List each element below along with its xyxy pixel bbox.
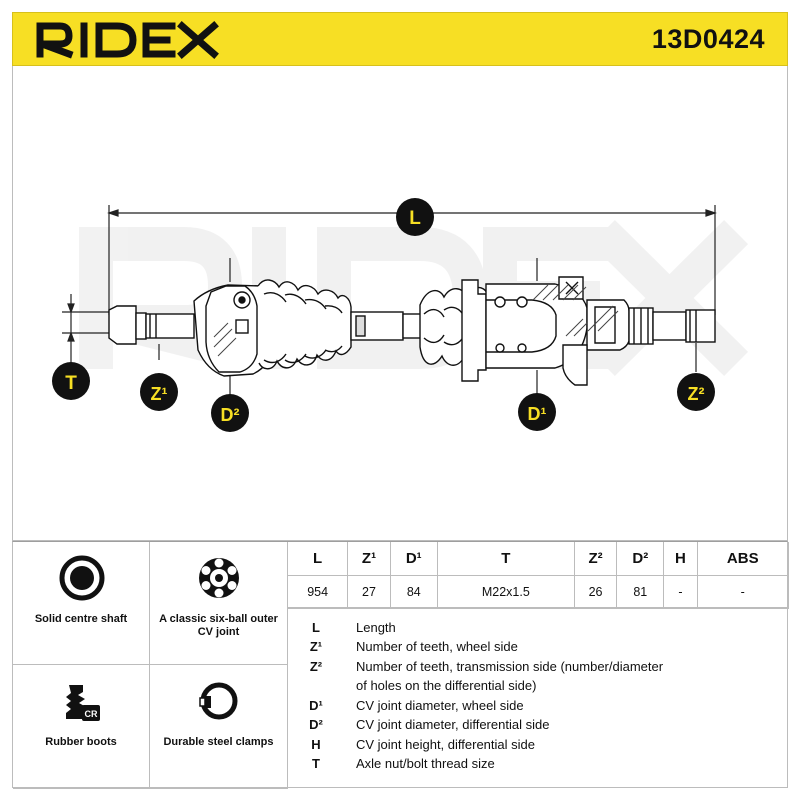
spec-header: H [663, 542, 698, 576]
dimension-badges: L T Z¹ D² D¹ Z² [52, 198, 715, 432]
feature-steel-clamps: Durable steel clamps [150, 665, 288, 789]
spec-header: Z² [574, 542, 618, 576]
diagram-frame [12, 66, 788, 541]
feature-six-ball-cv-joint: A classic six-ball outer CV joint [150, 542, 288, 665]
legend-text: of holes on the differential side) [356, 678, 537, 693]
spec-header: D² [616, 542, 665, 576]
header-bar: 13D0424 [12, 12, 788, 66]
spec-header: T [437, 542, 575, 576]
feature-rubber-boots: CR Rubber boots [13, 665, 150, 789]
feature-label: Solid centre shaft [34, 613, 128, 625]
rubber-boot-icon: CR [66, 685, 100, 721]
steel-clamp-icon [199, 682, 238, 720]
spec-header: ABS [697, 542, 789, 576]
spec-value: - [697, 575, 789, 608]
spec-header: D¹ [390, 542, 438, 576]
badge-z2: Z² [688, 384, 705, 404]
part-number: 13D0424 [651, 24, 765, 54]
feature-grid: Solid centre shaft A classic six-ball ou… [13, 542, 288, 789]
solid-shaft-icon [59, 555, 105, 601]
legend-symbol: L [312, 620, 320, 635]
legend-text: Number of teeth, transmission side (numb… [356, 659, 664, 674]
spec-value: 26 [574, 575, 618, 608]
legend-symbol: Z¹ [309, 639, 323, 654]
legend-row: of holes on the differential side) [288, 676, 789, 695]
badge-d1: D¹ [528, 404, 547, 424]
legend-symbol: D² [309, 717, 323, 732]
spec-value-row: 954 27 84 M22x1.5 26 81 - - [288, 575, 789, 608]
spec-value: M22x1.5 [437, 575, 575, 608]
spec-value: - [663, 575, 698, 608]
spec-value: 954 [288, 575, 349, 608]
spec-value: 84 [390, 575, 438, 608]
legend-row: D¹ CV joint diameter, wheel side [288, 696, 789, 715]
legend-row: H CV joint height, differential side [288, 735, 789, 754]
spec-value: 27 [347, 575, 391, 608]
svg-text:CR: CR [85, 709, 98, 719]
feature-label: Rubber boots [45, 736, 117, 748]
badge-t: T [65, 373, 77, 394]
legend-row: T Axle nut/bolt thread size [288, 754, 789, 773]
legend-symbol: H [311, 737, 321, 752]
badge-d2: D² [221, 405, 240, 425]
legend-row: Z¹ Number of teeth, wheel side [288, 637, 789, 656]
legend-text: Number of teeth, wheel side [356, 639, 518, 654]
ridex-logo [36, 21, 219, 59]
legend-text: Axle nut/bolt thread size [356, 756, 495, 771]
axle-shaft [108, 276, 716, 386]
feature-solid-centre-shaft: Solid centre shaft [13, 542, 150, 665]
legend-symbol: D¹ [309, 698, 323, 713]
specification-table: L Z¹ D¹ T Z² D² H ABS 954 27 84 M22x1.5 … [288, 542, 789, 608]
drive-shaft-diagram: L T Z¹ D² D¹ Z² [52, 198, 749, 432]
legend-text: CV joint height, differential side [356, 737, 535, 752]
hatching [213, 284, 619, 357]
specification-area: Solid centre shaft A classic six-ball ou… [12, 541, 789, 790]
spec-header: Z¹ [347, 542, 391, 576]
legend-row: L Length [288, 618, 789, 637]
legend-row: Z² Number of teeth, transmission side (n… [288, 657, 789, 676]
feature-label: Durable steel clamps [163, 736, 274, 748]
legend-text: Length [356, 620, 396, 635]
badge-l: L [409, 208, 421, 229]
legend-text: CV joint diameter, differential side [356, 717, 550, 732]
legend-symbol: Z² [309, 659, 323, 674]
spec-header-row: L Z¹ D¹ T Z² D² H ABS [288, 542, 789, 576]
legend-symbol: T [312, 756, 320, 771]
feature-label: A classic six-ball outer CV joint [159, 613, 278, 638]
legend-text: CV joint diameter, wheel side [356, 698, 524, 713]
badge-z1: Z¹ [151, 384, 168, 404]
six-ball-joint-icon [199, 558, 239, 598]
spec-header: L [288, 542, 349, 576]
spec-value: 81 [616, 575, 665, 608]
legend-row: D² CV joint diameter, differential side [288, 715, 789, 734]
dimension-legend: L Length Z¹ Number of teeth, wheel side … [288, 608, 789, 790]
